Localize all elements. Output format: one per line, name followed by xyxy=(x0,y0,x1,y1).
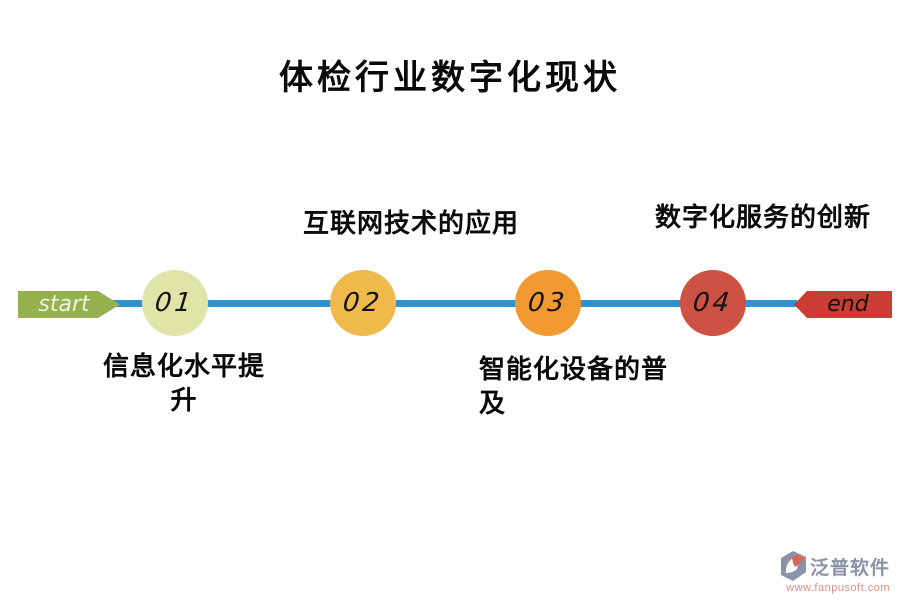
node-3-label: 智能化设备的普及 xyxy=(479,355,669,418)
timeline-line xyxy=(100,300,798,307)
node-3-number: 03 xyxy=(526,288,570,318)
watermark-brand: 泛普软件 xyxy=(809,557,890,579)
node-2-label: 互联网技术的应用 xyxy=(303,209,520,238)
timeline-node-1: 01 xyxy=(142,270,208,336)
timeline-node-3: 03 xyxy=(515,270,581,336)
start-banner: start xyxy=(18,291,120,318)
timeline-node-2: 02 xyxy=(330,270,396,336)
node-1-number: 01 xyxy=(153,288,197,318)
timeline-node-4: 04 xyxy=(680,270,746,336)
fanpu-logo-icon xyxy=(779,551,807,581)
end-banner-label: end xyxy=(827,292,869,317)
logo-leaf xyxy=(791,555,804,567)
watermark: 泛普软件 www.fanpusoft.com xyxy=(779,551,890,594)
start-banner-label: start xyxy=(38,292,90,317)
node-4-label: 数字化服务的创新 xyxy=(655,203,872,232)
end-banner: end xyxy=(794,291,892,318)
node-1-label: 信息化水平提升 xyxy=(102,352,265,415)
watermark-url: www.fanpusoft.com xyxy=(786,582,890,594)
diagram-title: 体检行业数字化现状 xyxy=(279,60,621,97)
node-4-number: 04 xyxy=(691,288,735,318)
node-2-number: 02 xyxy=(341,288,385,318)
